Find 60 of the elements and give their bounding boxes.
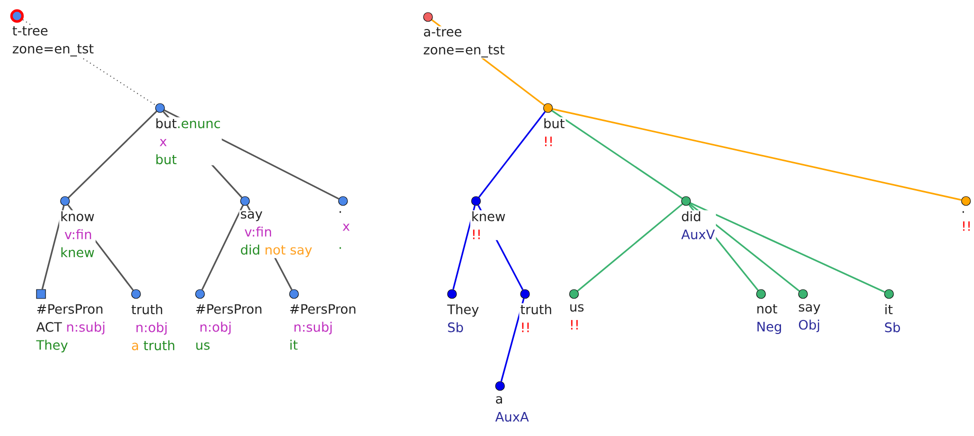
node-label: v:fin — [244, 226, 272, 236]
tree-edge — [452, 205, 476, 290]
node-label: not say — [266, 245, 312, 258]
node-label: did — [682, 211, 700, 222]
node-label: knew — [61, 247, 94, 258]
node-label: .enunc — [178, 120, 220, 128]
node-label: but !! — [542, 117, 566, 148]
node-label: . x . — [337, 210, 352, 250]
node-label: but — [156, 118, 176, 128]
node-label: but — [156, 154, 176, 164]
node-label: They — [36, 340, 68, 352]
tree-edge — [690, 202, 885, 293]
node-label: say Obj — [797, 303, 822, 334]
node-label: #PersPron n:subj it — [288, 303, 358, 351]
tree-edge — [68, 110, 158, 198]
tree-edge — [577, 203, 683, 292]
node-label: know v:fin knew — [59, 210, 96, 258]
tree-edge — [201, 204, 244, 290]
node-label: us !! — [568, 303, 586, 330]
node-label: a-tree zone=en_tst — [422, 26, 506, 58]
node-label: knew — [472, 211, 506, 222]
node-label: truth n:obj a truth — [130, 303, 176, 352]
tree-edge — [41, 205, 65, 290]
node-label: #PersPron n:obj us — [194, 303, 264, 351]
tree-edge — [500, 298, 525, 382]
node-label: truth — [520, 304, 552, 314]
node-label: did AuxV — [680, 210, 716, 240]
node-label: knew !! — [470, 210, 507, 240]
node-label: a AuxA — [494, 395, 530, 423]
node-label: truth — [144, 340, 174, 350]
node-label: zone=en_tst — [424, 45, 505, 58]
node-label: know — [61, 211, 94, 222]
node-label: truth — [132, 304, 162, 314]
node-label: but — [544, 118, 564, 128]
node-label: say — [240, 211, 262, 222]
node-label: it Sb — [883, 303, 902, 334]
node-label: not Neg — [755, 303, 784, 336]
node-label: but.enunc x but — [154, 117, 222, 166]
node-label: t-tree zone=en_tst — [11, 25, 95, 58]
node-label: !! — [545, 136, 552, 146]
node-label: !! — [473, 230, 480, 240]
node-label: They Sb — [446, 303, 480, 334]
tree-edge — [552, 110, 682, 199]
tree-edge — [478, 111, 546, 198]
node-label: v:fin — [64, 229, 92, 240]
node-label: did — [240, 244, 260, 255]
node-label: a — [132, 342, 138, 350]
node-label: a-tree — [424, 27, 462, 37]
node-label: AuxV — [681, 230, 715, 240]
node-label: n:obj — [136, 322, 167, 335]
node-label: . !! — [960, 210, 973, 232]
node-label: x — [160, 138, 167, 146]
node-label: n:subj — [67, 322, 104, 334]
tree-edge — [552, 108, 962, 201]
node-label: ACT — [36, 322, 62, 332]
node-label: say v:fin did not say — [239, 210, 314, 258]
node-label: truth !! — [519, 303, 554, 334]
node-label: #PersPron ACT n:subj They — [35, 303, 107, 354]
node-label: #PersPron — [37, 304, 102, 314]
node-label: !! — [522, 322, 529, 332]
